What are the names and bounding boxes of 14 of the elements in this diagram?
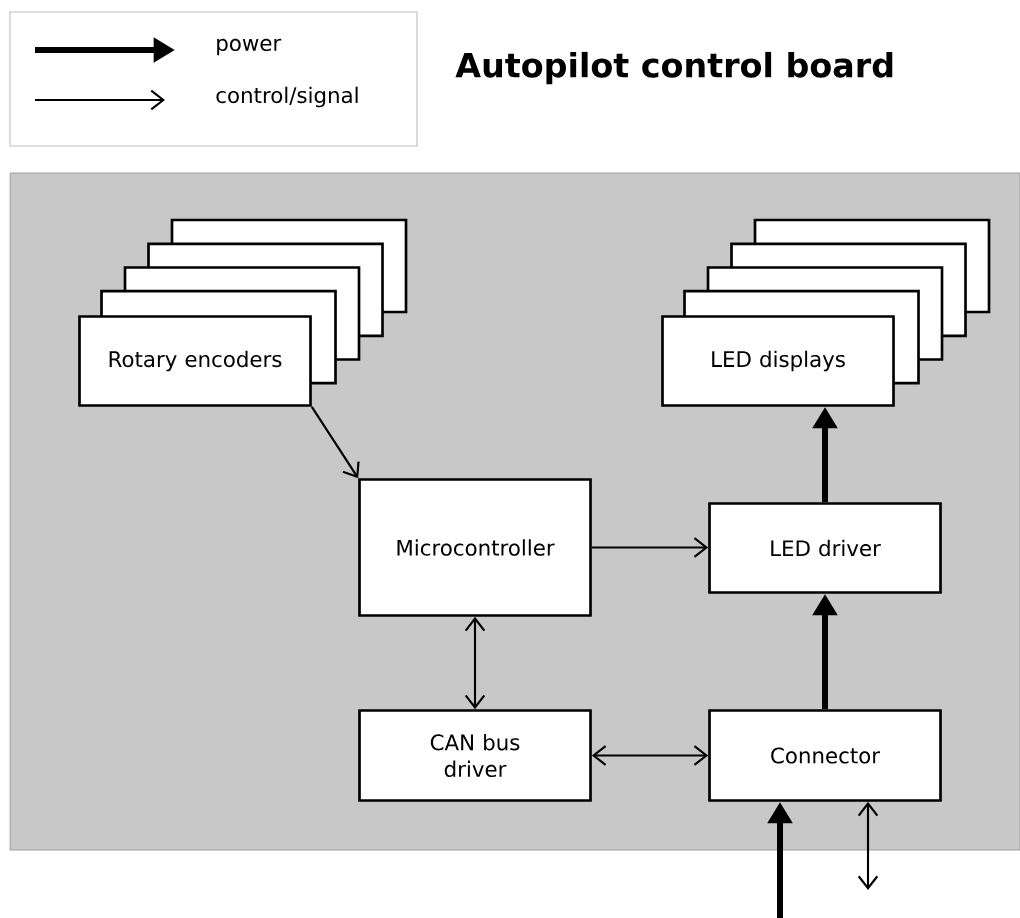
arrow bbox=[310, 406, 360, 479]
block-box: LED driver bbox=[708, 502, 942, 594]
arrow bbox=[591, 537, 709, 558]
legend-label: control/signal bbox=[216, 86, 358, 108]
legend-label: power bbox=[217, 38, 282, 56]
arrow bbox=[857, 801, 879, 890]
box-stack: Rotary encoders bbox=[78, 218, 408, 407]
block-box: CAN bus driver bbox=[358, 709, 592, 802]
title: Autopilot control board bbox=[455, 51, 893, 85]
arrow bbox=[591, 745, 709, 766]
arrow bbox=[464, 616, 486, 710]
block-box: Connector bbox=[708, 709, 942, 802]
block-box: Microcontroller bbox=[358, 478, 592, 617]
box-stack: LED displays bbox=[661, 218, 991, 407]
